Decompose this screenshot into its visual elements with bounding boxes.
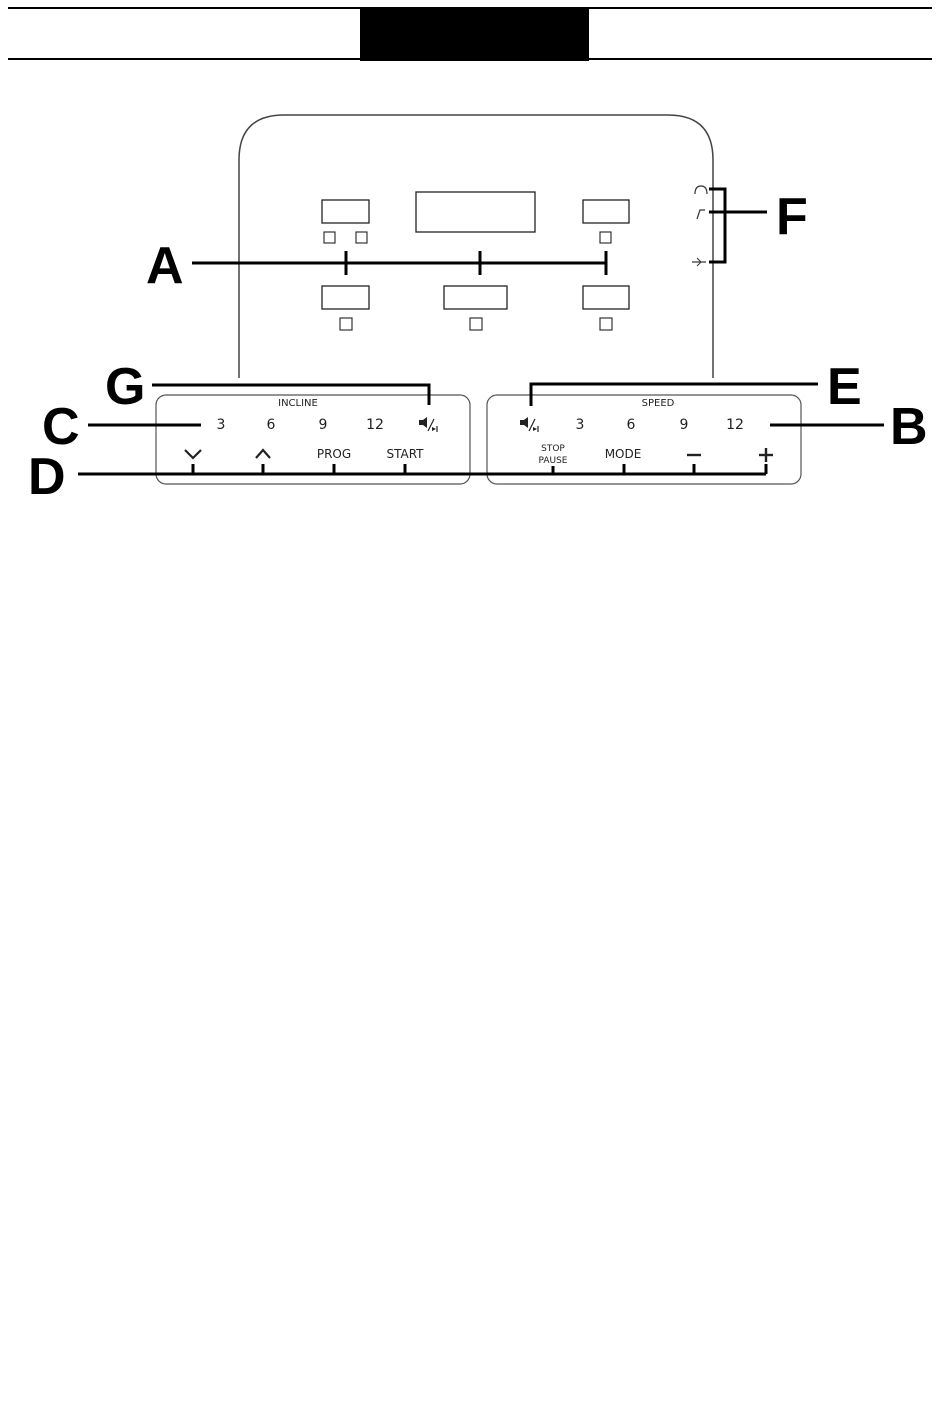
header-black-tab [360,8,589,61]
plus-button[interactable] [759,448,773,462]
console-housing [239,115,713,378]
speed-level-3[interactable]: 3 [576,417,585,433]
incline-level-9[interactable]: 9 [319,417,328,433]
stop-button-label[interactable]: STOP [541,444,565,454]
incline-level-12[interactable]: 12 [366,417,384,433]
incline-level-6[interactable]: 6 [267,417,276,433]
callout-d-label: D [28,448,66,506]
indicator-box [600,318,612,330]
display-window [583,286,629,309]
speaker-skip-icon[interactable] [419,417,437,432]
callout-a: A [146,237,606,295]
callout-e: E [531,358,862,416]
incline-level-3[interactable]: 3 [217,417,226,433]
mode-button[interactable]: MODE [605,447,642,461]
chevron-up-icon[interactable] [256,450,270,458]
incline-title: INCLINE [278,398,318,409]
chevron-down-icon[interactable] [185,450,201,458]
speed-level-9[interactable]: 9 [680,417,689,433]
display-window [444,286,507,309]
speed-title: SPEED [642,398,675,409]
indicator-box [600,232,611,243]
usb-icon [692,258,706,266]
speed-level-12[interactable]: 12 [726,417,744,433]
display-windows [322,192,629,330]
callout-f-bracket [709,189,725,262]
callout-g: G [105,358,429,416]
display-window [583,200,629,223]
callout-a-label: A [146,237,184,295]
speaker-skip-icon[interactable] [520,417,538,432]
start-button[interactable]: START [386,447,424,461]
indicator-box [470,318,482,330]
page-header [8,8,932,61]
music-note-icon [697,210,705,219]
incline-panel: INCLINE 3 6 9 12 PROG START [156,395,470,484]
callout-e-label: E [827,358,862,416]
display-window [322,286,369,309]
indicator-box [340,318,352,330]
speed-level-6[interactable]: 6 [627,417,636,433]
prog-button[interactable]: PROG [317,447,351,461]
ports [692,186,707,266]
main-display-window [416,192,535,232]
pause-button-label[interactable]: PAUSE [539,456,568,466]
callout-b-label: B [890,398,928,456]
callout-f-label: F [776,188,808,246]
headphone-icon [695,186,707,194]
display-window [322,200,369,223]
callout-f: F [709,188,808,262]
indicator-box [356,232,367,243]
callout-g-label: G [105,358,145,416]
speed-panel: SPEED 3 6 9 12 STOP PAUSE MODE [487,395,801,484]
indicator-box [324,232,335,243]
